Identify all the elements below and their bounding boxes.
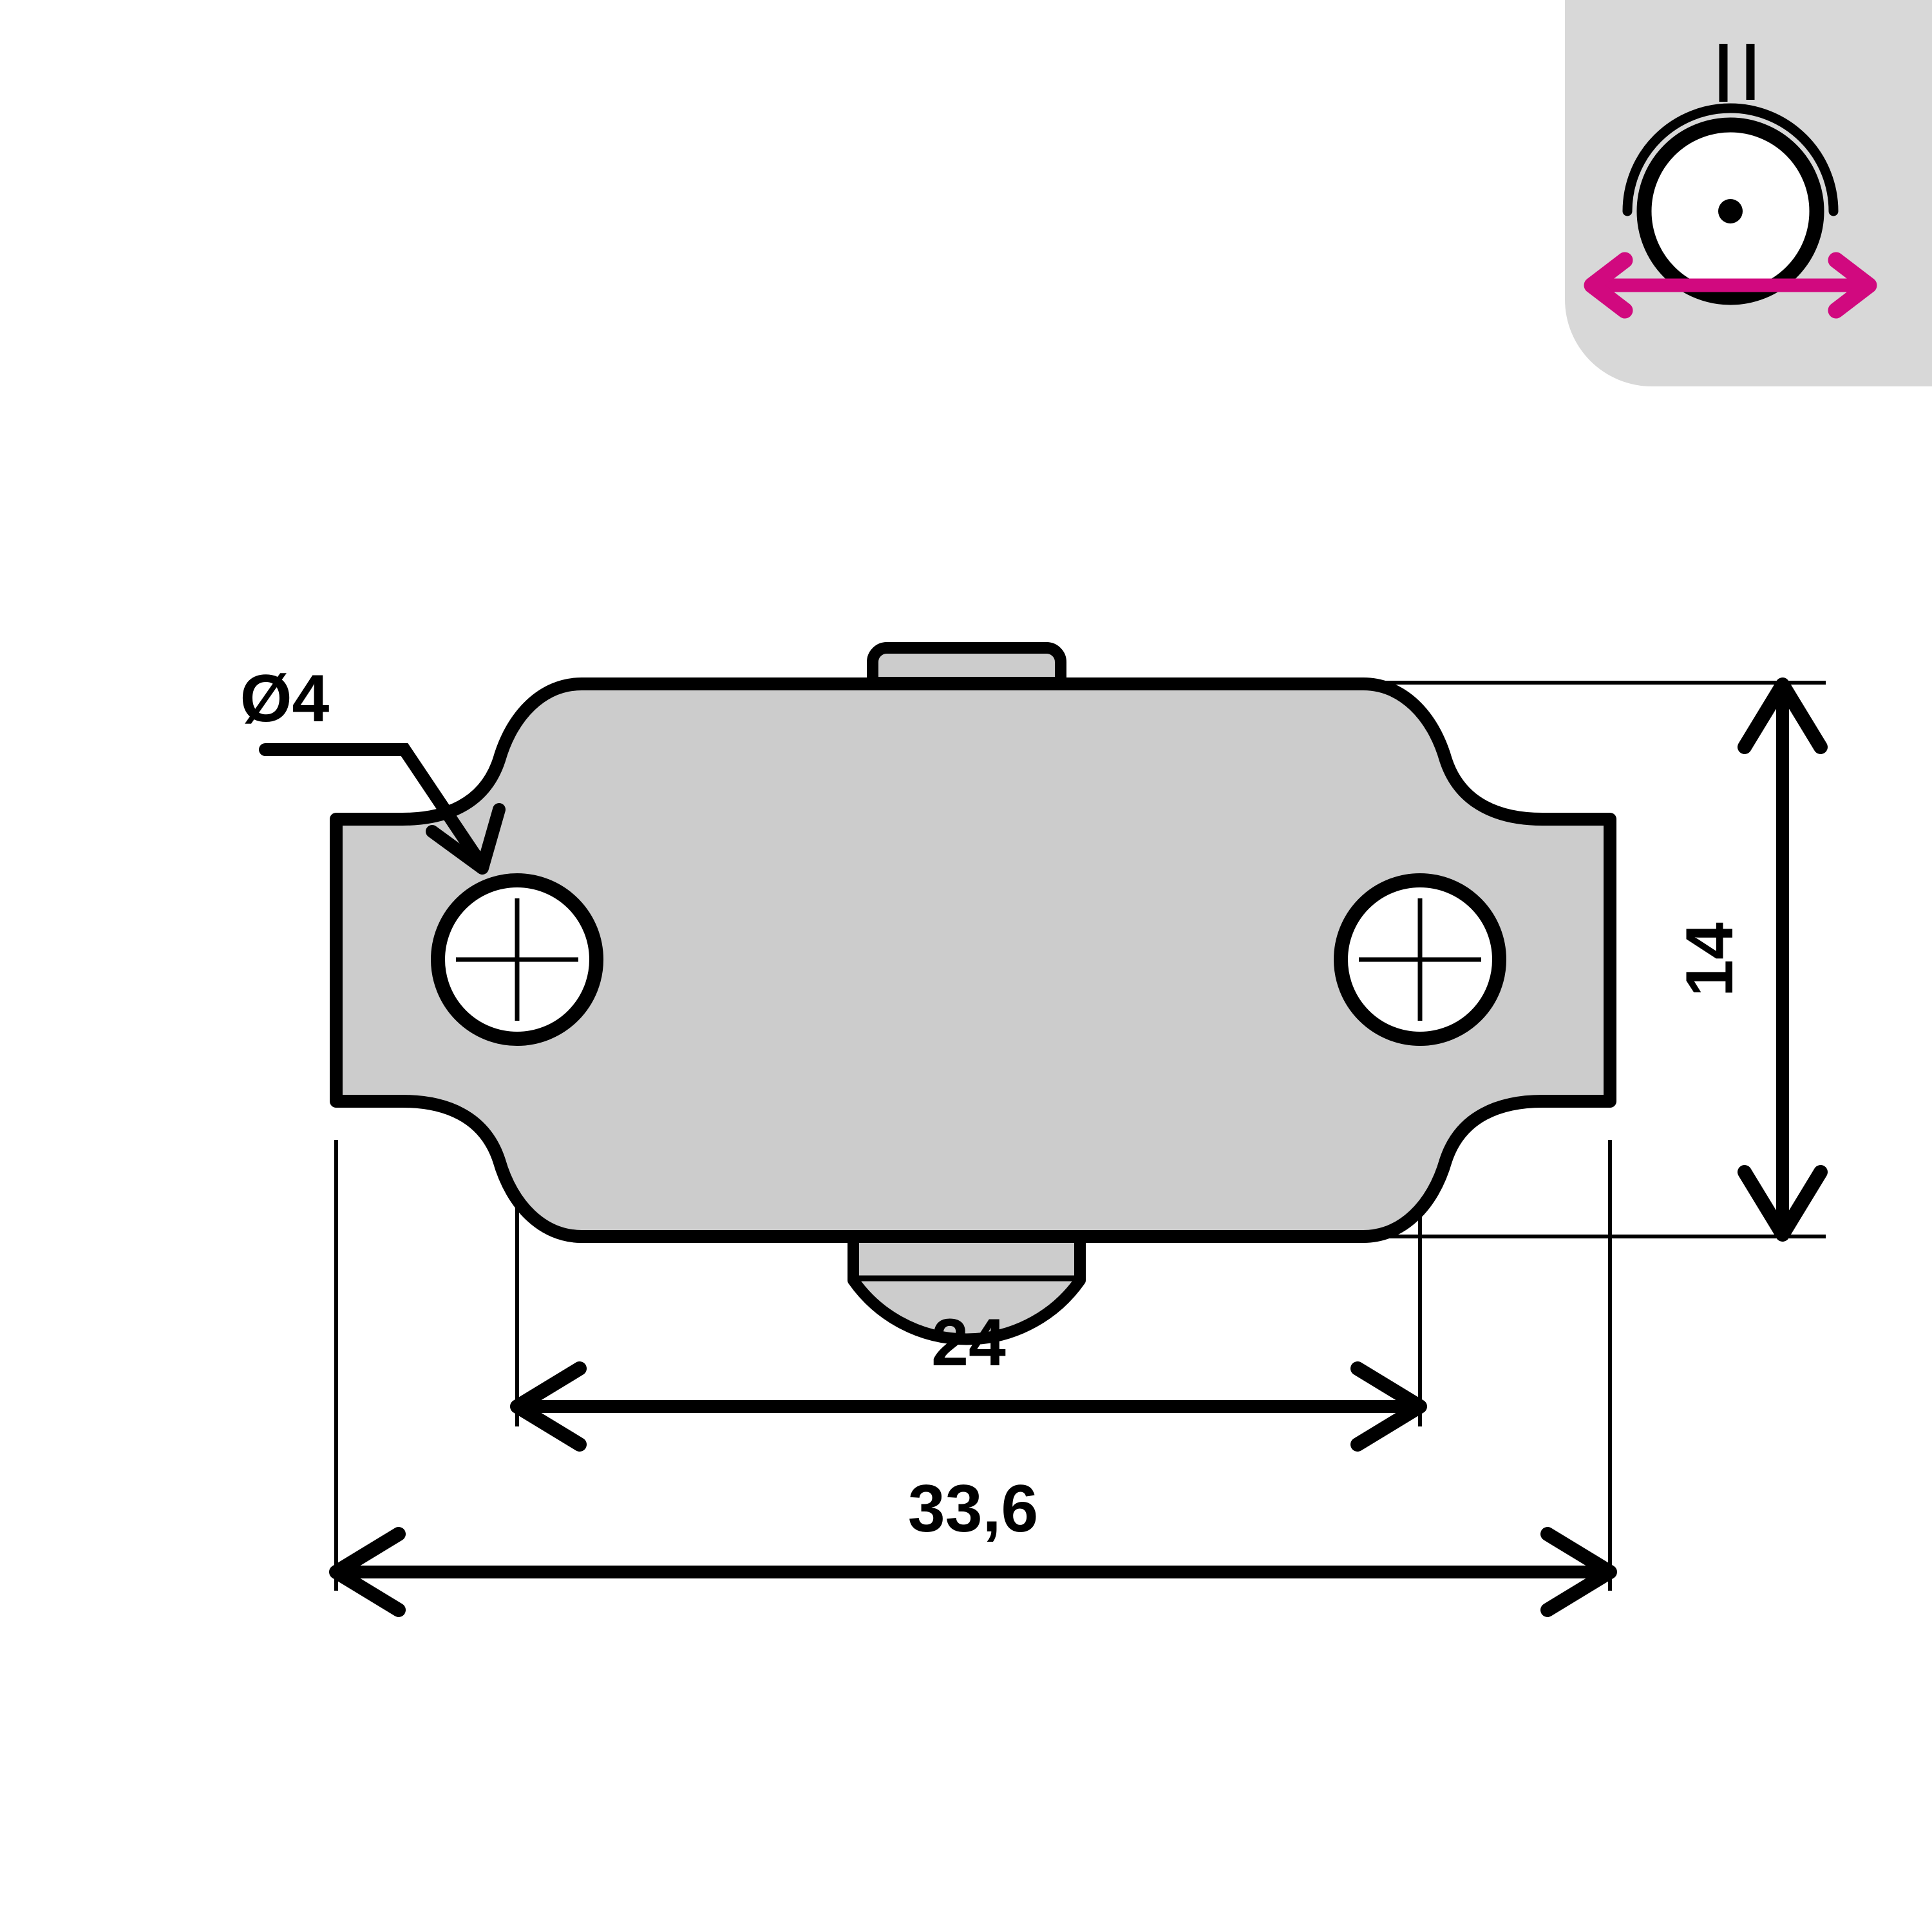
arrowhead-14-bottom	[1738, 1165, 1828, 1242]
dimension-label-24: 24	[931, 1305, 1006, 1380]
swivel-caster-icon-badge	[1565, 0, 1932, 386]
arrowhead-336-right	[1540, 1527, 1617, 1617]
arrowhead-14-top	[1738, 677, 1828, 754]
dimension-label-14: 14	[1672, 922, 1747, 997]
dimension-hole-spacing: 24	[510, 1305, 1427, 1452]
arrowhead-336-left	[329, 1527, 406, 1617]
hole-diameter-label: Ø4	[240, 661, 330, 736]
plate-outline	[330, 677, 1616, 1243]
bottom-mounting-tab	[848, 1226, 1086, 1345]
arrowhead-24-left	[510, 1361, 587, 1452]
callout-arrow-head	[426, 803, 506, 875]
top-mounting-tab	[867, 642, 1066, 688]
hole-diameter-callout: Ø4	[240, 661, 506, 875]
fork-arc	[1622, 103, 1839, 216]
arrowhead-24-right	[1350, 1361, 1427, 1452]
mounting-plate-body	[330, 642, 1616, 1345]
callout-leader-line	[259, 743, 488, 871]
hole-crosshairs	[456, 898, 1481, 1021]
dimension-overall-width: 14	[1672, 677, 1828, 1242]
bidirectional-arrow	[1584, 252, 1877, 319]
wheel-hub-dot	[1718, 199, 1743, 223]
dimension-label-336: 33,6	[908, 1472, 1038, 1546]
dimension-overall-length: 33,6	[329, 1472, 1617, 1617]
